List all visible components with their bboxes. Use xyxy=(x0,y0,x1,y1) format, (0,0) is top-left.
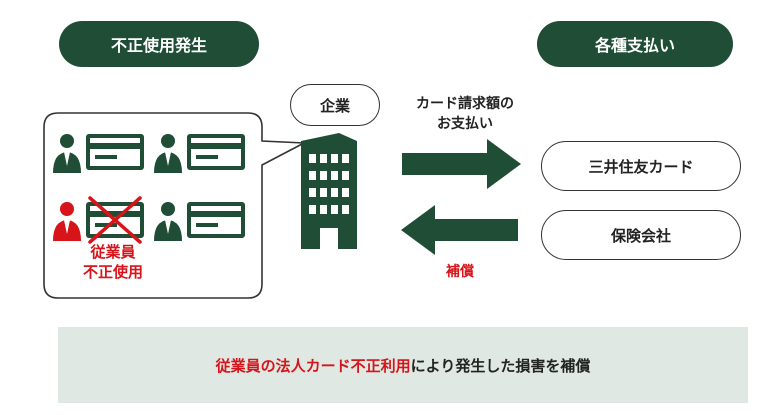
compensation-arrow xyxy=(401,205,518,255)
payment-label: カード請求額の お支払い xyxy=(400,94,530,134)
employee-icon xyxy=(154,202,182,241)
credit-card-icon xyxy=(86,134,144,170)
payment-label-line2: お支払い xyxy=(437,116,493,132)
payment-arrow xyxy=(402,139,521,189)
employee-icon xyxy=(53,134,81,173)
credit-card-icon xyxy=(187,134,245,170)
building-icon xyxy=(301,133,357,249)
summary-banner: 従業員の法人カード不正利用により発生した損害を補償 xyxy=(58,327,748,403)
summary-highlight: 従業員の法人カード不正利用 xyxy=(215,356,411,375)
fraud-employee-label-line2: 不正使用 xyxy=(82,263,143,281)
compensation-label: 補償 xyxy=(446,264,474,280)
fraud-employee-label-line1: 従業員 xyxy=(90,243,136,261)
left-header-pill: 不正使用発生 xyxy=(59,21,259,67)
right-header-pill: 各種支払い xyxy=(537,21,733,67)
company-pill: 企業 xyxy=(290,84,380,126)
credit-card-icon xyxy=(187,202,245,238)
insurance-company-pill: 保険会社 xyxy=(541,210,741,260)
payment-label-line1: カード請求額の xyxy=(416,96,514,112)
fraud-employee-label: 従業員 不正使用 xyxy=(58,242,168,282)
summary-rest: により発生した損害を補償 xyxy=(410,356,591,375)
cross-mark-icon xyxy=(88,196,142,244)
fraud-employee-icon xyxy=(53,202,81,241)
mitsui-card-pill: 三井住友カード xyxy=(541,141,741,191)
employee-icon xyxy=(154,134,182,173)
